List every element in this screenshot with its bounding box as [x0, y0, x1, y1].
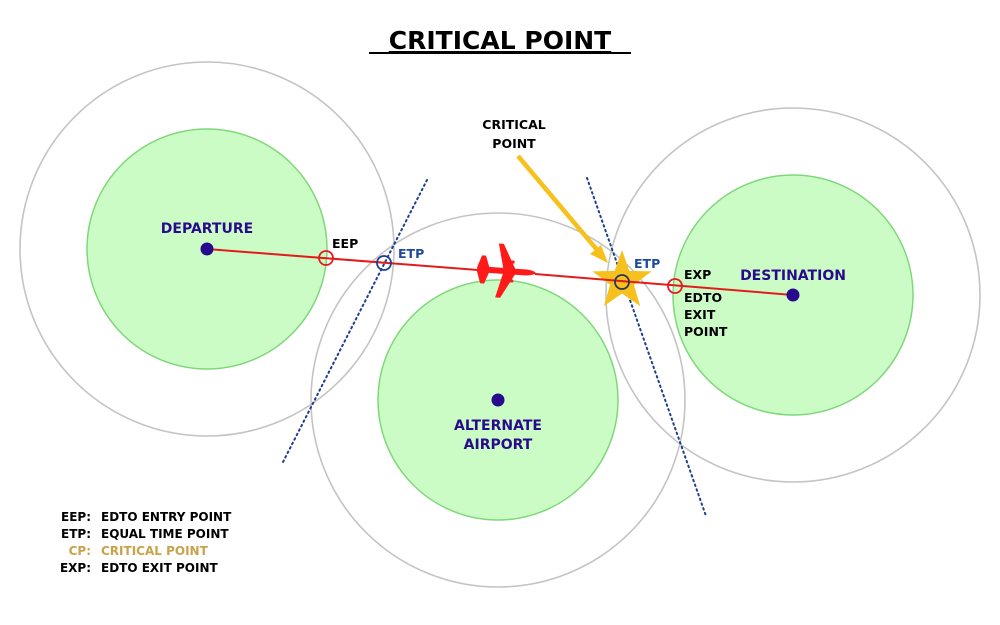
exp-marker: [667, 278, 683, 294]
route-segment-1: [206, 248, 479, 271]
departure-range-ring: [19, 61, 395, 437]
legend-abbr-cp: CP:: [69, 544, 91, 558]
alternate-label-line1: ALTERNATE: [454, 418, 542, 434]
etp-label-2: ETP: [634, 256, 660, 271]
critical-point-star-icon: [592, 250, 652, 307]
exp-label: EXP: [684, 267, 711, 282]
diagram-title: CRITICAL POINT: [389, 26, 611, 55]
exp-desc-line3: POINT: [684, 324, 728, 339]
legend-text-cp: CRITICAL POINT: [101, 544, 209, 558]
destination-label: DESTINATION: [740, 268, 846, 284]
destination-range-ring: [605, 107, 981, 483]
departure-label: DEPARTURE: [161, 221, 253, 237]
legend-text-exp: EDTO EXIT POINT: [101, 561, 219, 575]
legend-abbr-etp: ETP:: [61, 527, 91, 541]
eep-label: EEP: [332, 236, 358, 251]
callout-arrow-head-icon: [590, 245, 608, 263]
alternate-range-ring: [310, 212, 686, 588]
legend-text-eep: EDTO ENTRY POINT: [101, 510, 232, 524]
route-segment-2: [534, 273, 794, 296]
etp-marker-2: [614, 274, 630, 290]
exp-desc-line1: EDTO: [684, 290, 722, 305]
destination-airport-dot: [786, 288, 800, 302]
legend: EEP: EDTO ENTRY POINT ETP: EQUAL TIME PO…: [60, 510, 232, 575]
callout-label-line1: CRITICAL: [482, 117, 545, 132]
aircraft-icon: [476, 243, 536, 298]
eep-marker: [318, 250, 334, 266]
etp-marker-1: [376, 255, 392, 271]
departure-airport-dot: [200, 242, 214, 256]
callout-arrow-shaft: [516, 154, 600, 253]
alternate-airport-dot: [491, 393, 505, 407]
alternate-label-line2: AIRPORT: [464, 437, 533, 453]
legend-abbr-eep: EEP:: [61, 510, 91, 524]
legend-abbr-exp: EXP:: [60, 561, 91, 575]
etp-label-1: ETP: [398, 246, 424, 261]
callout-label-line2: POINT: [492, 136, 536, 151]
etp-line-right: [586, 177, 707, 517]
exp-desc-line2: EXIT: [684, 307, 716, 322]
legend-text-etp: EQUAL TIME POINT: [101, 527, 229, 541]
